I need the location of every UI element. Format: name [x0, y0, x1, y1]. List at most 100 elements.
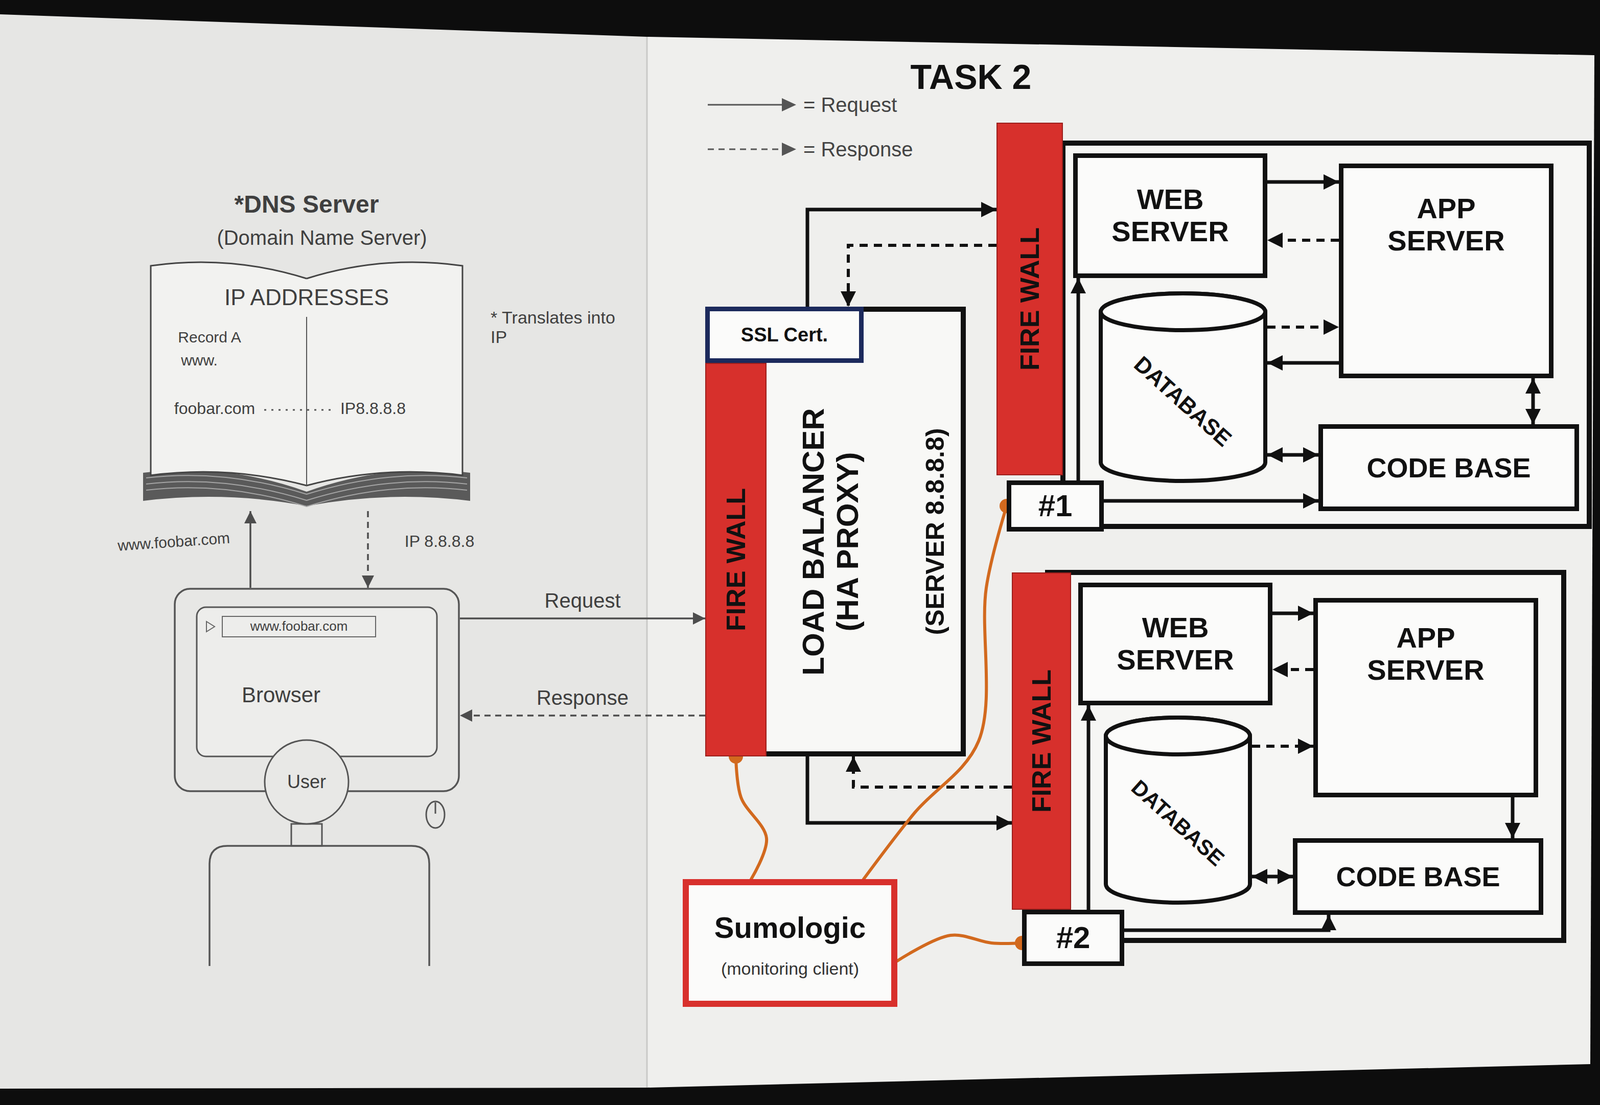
legend-request-arrowhead: [781, 98, 797, 112]
request-arrow: [1086, 705, 1091, 910]
right-paper-sheet: [646, 36, 1595, 1088]
screen-label: Browser: [241, 682, 321, 707]
monitoring-subheading: (monitoring client): [721, 958, 860, 979]
user-body: [209, 845, 430, 966]
web-server-label: WEB SERVER: [1098, 611, 1252, 676]
request-arrow: [1076, 277, 1081, 481]
load-balancer-box: LOAD BALANCER (HA PROXY) (SERVER 8.8.8.8)…: [705, 306, 966, 757]
book-outline: [150, 262, 463, 486]
server-number-badge: #2: [1022, 909, 1125, 966]
book-drawing: [143, 262, 471, 507]
ip-address: IP8.8.8.8: [340, 399, 406, 419]
record-type: Record A: [177, 328, 241, 346]
web-server-box: WEB SERVER: [1078, 582, 1273, 706]
firewall-band: FIRE WALL: [705, 362, 767, 757]
load-balancer-label: LOAD BALANCER (HA PROXY): [796, 388, 865, 695]
edge-label: Response: [534, 686, 631, 710]
node-heading: *DNS Server: [234, 190, 380, 219]
request-arrow: [1531, 378, 1536, 425]
app-server-label: APP SERVER: [1369, 192, 1523, 257]
edge-label: www.foobar.com: [114, 528, 233, 554]
page-edge: [146, 487, 468, 507]
response-arrow: [1251, 744, 1314, 748]
response-arrow: [848, 245, 997, 307]
firewall-label: FIRE WALL: [1026, 669, 1057, 813]
web-server-label: WEB SERVER: [1093, 183, 1247, 248]
legend-response-sample: [707, 148, 783, 151]
codebase-box: CODE BASE: [1292, 838, 1544, 915]
request-arrow: [1251, 874, 1293, 879]
user-neck: [291, 823, 322, 846]
address-bar-text: www.foobar.com: [250, 618, 349, 634]
firewall-band: FIRE WALL: [1011, 572, 1072, 910]
edge-label: Request: [542, 589, 623, 613]
monitoring-heading: Sumologic: [714, 911, 866, 945]
request-arrow: [459, 617, 706, 620]
monitoring-wire: [897, 934, 1023, 961]
box-outline: [1009, 482, 1102, 530]
diagram-title: TASK 2: [910, 57, 1032, 97]
dotted-leader: [264, 409, 335, 411]
address-bar: [222, 616, 376, 637]
box-outline: [1024, 912, 1123, 964]
monitor-screen: [196, 607, 437, 757]
cylinder-body: [1100, 293, 1266, 481]
user-head: User: [263, 738, 351, 826]
box-outline: [1075, 155, 1266, 276]
database-cylinder: DATABASE: [1098, 291, 1268, 483]
firewall-band: FIRE WALL: [996, 122, 1063, 476]
server-ip-label: (SERVER 8.8.8.8): [920, 428, 950, 636]
box-outline: [1295, 840, 1542, 913]
web-server-box: WEB SERVER: [1073, 153, 1268, 278]
request-arrow: [249, 511, 252, 588]
firewall-fill: [705, 363, 767, 756]
request-arrow: [1267, 453, 1319, 457]
note-label: * Translates into IP: [490, 307, 619, 347]
response-arrow: [1267, 325, 1339, 329]
mouse-button-line: [434, 802, 437, 814]
legend-text: = Response: [803, 137, 914, 161]
response-arrow: [1267, 238, 1339, 242]
server-number: #1: [1038, 488, 1073, 523]
response-arrow: [366, 511, 369, 588]
ssl-cert-box: SSL Cert.: [705, 306, 864, 363]
response-arrow: [853, 756, 1012, 787]
box-outline: [685, 882, 895, 1004]
domain-name: foobar.com: [174, 399, 255, 419]
firewall-label: FIRE WALL: [721, 488, 751, 632]
legend-request-sample: [707, 104, 783, 106]
cylinder-body: [1105, 717, 1250, 903]
request-arrow: [1511, 797, 1515, 839]
monitoring-wire: [735, 756, 767, 879]
dns-server-book: *DNS Server (Domain Name Server) IP ADDRES…: [137, 183, 481, 512]
record-host: www.: [180, 351, 218, 369]
request-arrow: [807, 209, 997, 307]
node-subheading: (Domain Name Server): [216, 226, 427, 250]
ssl-cert-label: SSL Cert.: [740, 323, 828, 346]
book-heading: IP ADDRESSES: [224, 284, 389, 310]
request-arrow: [1103, 499, 1319, 503]
app-server-label: APP SERVER: [1349, 621, 1503, 686]
server-number-badge: #1: [1006, 480, 1104, 532]
request-arrow: [807, 756, 1012, 823]
box-outline: [1320, 426, 1578, 509]
left-paper-sheet: [0, 14, 647, 1089]
legend-response-arrowhead: [781, 142, 797, 156]
box-outline: [707, 309, 862, 361]
database-cylinder: DATABASE: [1103, 715, 1252, 905]
browser-icon: [206, 621, 215, 632]
paper-fold: [646, 36, 648, 1088]
monitoring-box: Sumologic (monitoring client): [682, 878, 898, 1007]
box-outline: [1080, 585, 1271, 704]
user-label: User: [287, 771, 327, 793]
codebase-box: CODE BASE: [1318, 424, 1580, 512]
box-outline: [1315, 600, 1537, 796]
response-arrow: [1272, 667, 1314, 671]
codebase-label: CODE BASE: [1335, 861, 1500, 892]
request-arrow: [1124, 914, 1329, 931]
codebase-label: CODE BASE: [1366, 452, 1531, 483]
book-gutter: [306, 316, 308, 486]
